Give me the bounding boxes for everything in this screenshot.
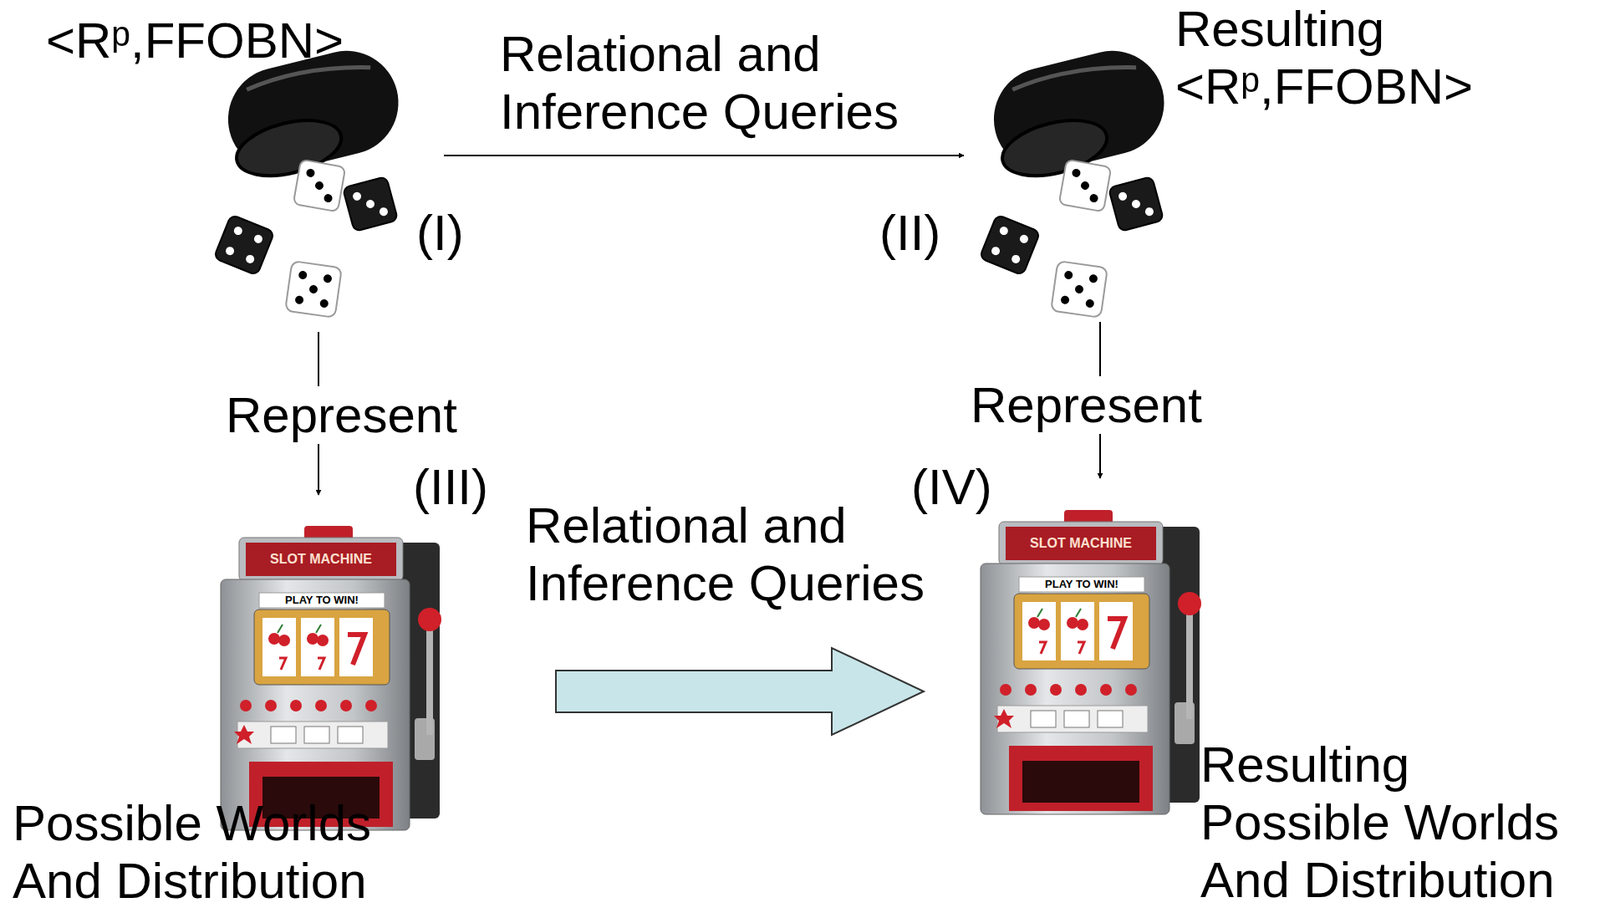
machine-sign-text: SLOT MACHINE [1005, 526, 1157, 561]
edge-label: Relational and Inference Queries [525, 496, 961, 612]
callout-number: (IV) [911, 458, 1020, 516]
edge-label: Represent [222, 386, 461, 444]
dice-cup-picture [979, 40, 1177, 318]
block-arrow [555, 647, 924, 735]
machine-sign-text: PLAY TO WIN! [1019, 576, 1145, 592]
node-caption: Possible Worlds And Distribution [12, 794, 398, 910]
callout-number: (II) [879, 203, 980, 262]
text-holder: (I) [416, 203, 517, 262]
text-holder: Possible Worlds And Distribution [12, 794, 398, 910]
dice-cup-picture [214, 40, 411, 318]
edge-label: Relational and Inference Queries [499, 25, 935, 141]
node-caption: <Rᵖ,FFOBN> [45, 11, 414, 70]
machine-sign-text: PLAY TO WIN! [259, 592, 385, 608]
node-caption: Resulting <Rᵖ,FFOBN> [1175, 0, 1527, 116]
callout-number: (I) [416, 203, 517, 262]
node-caption: Resulting Possible Worlds And Distributi… [1200, 735, 1594, 909]
text-holder: Resulting Possible Worlds And Distributi… [1200, 735, 1594, 909]
callout-number: (III) [412, 458, 522, 516]
text-holder: (III) [412, 458, 522, 516]
machine-sign-text: SLOT MACHINE [245, 542, 397, 576]
slot-machine-picture [980, 509, 1202, 815]
slot-machine-picture [220, 525, 442, 831]
edge-label: Represent [967, 376, 1206, 434]
picture-node: Resulting <Rᵖ,FFOBN>(II) [969, 40, 1174, 316]
text-holder: <Rᵖ,FFOBN> [45, 11, 414, 70]
text-holder: (II) [879, 203, 980, 262]
arrow-line [443, 154, 964, 157]
picture-node: <Rᵖ,FFOBN>(I) [203, 40, 408, 327]
text-holder: (IV) [911, 458, 1020, 516]
text-holder: Resulting <Rᵖ,FFOBN> [1175, 0, 1527, 116]
